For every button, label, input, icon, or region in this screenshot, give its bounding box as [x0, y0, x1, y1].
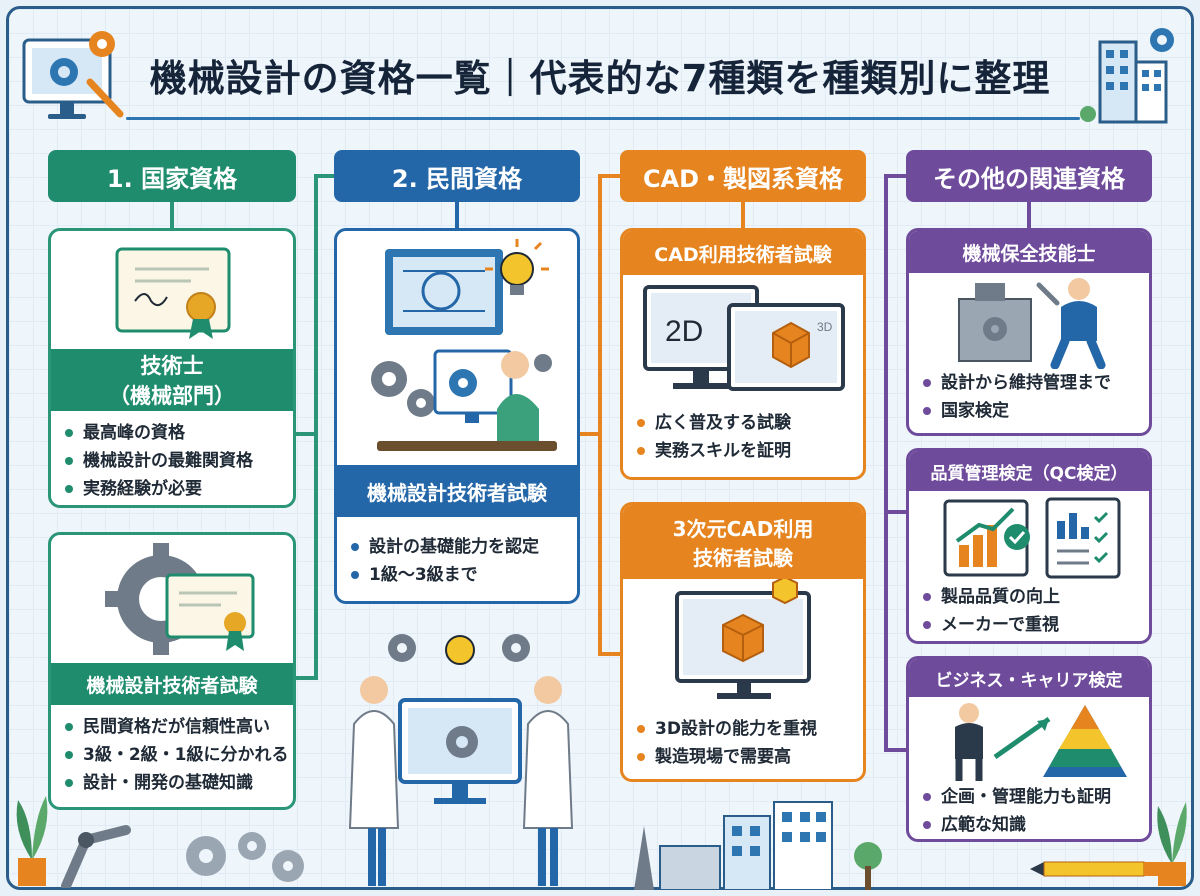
connector-private — [455, 202, 459, 228]
card-engineer-mech: 技術士 （機械部門） 最高峰の資格 機械設計の最難関資格 実務経験が必要 — [48, 228, 296, 508]
list-item: 広範な知識 — [923, 811, 1149, 839]
connector-private-cad-top — [598, 174, 620, 178]
card-title-line2: （機械部門） — [109, 384, 235, 408]
connector-cad-other-bot — [884, 748, 906, 752]
blueprint-lightbulb-icon — [337, 231, 577, 343]
connector-cad-other-v — [884, 176, 888, 750]
screen-2d-label: 2D — [665, 315, 703, 348]
card-mech-design-exam-left: 機械設計技術者試験 民間資格だが信頼性高い 3級・2級・1級に分かれる 設計・開… — [48, 532, 296, 810]
list-item: 民間資格だが信頼性高い — [65, 713, 293, 741]
list-item: 国家検定 — [923, 397, 1149, 425]
connector-cad — [741, 202, 745, 228]
card-band-qc: 品質管理検定（QC検定） — [909, 451, 1149, 491]
connector-national — [170, 202, 174, 228]
list-item: 実務スキルを証明 — [637, 437, 863, 465]
card-business-career: ビジネス・キャリア検定 企画・管理能力も証明 広範な知識 — [906, 656, 1152, 842]
page-title: 機械設計の資格一覧｜代表的な7種類を種類別に整理 — [149, 57, 1051, 100]
card-band-3d-cad: 3次元CAD利用 技術者試験 — [623, 505, 863, 579]
list-item: 1級～3級まで — [351, 561, 577, 589]
connector-private-cad-bot — [598, 652, 620, 656]
list-item: 最高峰の資格 — [65, 419, 293, 447]
card-title-line2: 技術者試験 — [693, 546, 793, 570]
card-band-cad: CAD利用技術者試験 — [623, 231, 863, 275]
engineer-desk-icon — [337, 343, 577, 465]
list-item: メーカーで重視 — [923, 611, 1149, 639]
engineers-screen-icon — [338, 628, 584, 890]
list-item: 3D設計の能力を重視 — [637, 715, 863, 743]
card-title: 機械保全技能士 — [962, 242, 1096, 265]
header-national: 1. 国家資格 — [48, 150, 296, 202]
card-band-maintenance: 機械保全技能士 — [909, 231, 1149, 273]
factory-skyline-icon — [620, 796, 890, 890]
header-other: その他の関連資格 — [906, 150, 1152, 202]
page-title-bar: 機械設計の資格一覧｜代表的な7種類を種類別に整理 — [120, 40, 1080, 110]
connector-private-cad-v — [598, 176, 602, 654]
card-band-mech-design: 機械設計技術者試験 — [51, 663, 293, 705]
plant-icon-right — [1150, 784, 1194, 888]
connector-cad-other-top — [884, 174, 906, 178]
list-item: 製造現場で需要高 — [637, 743, 863, 771]
list-item: 企画・管理能力も証明 — [923, 783, 1149, 811]
card-title-line1: 3次元CAD利用 — [672, 517, 814, 541]
list-item: 3級・2級・1級に分かれる — [65, 741, 293, 769]
header-cad: CAD・製図系資格 — [620, 150, 866, 202]
list-item: 実務経験が必要 — [65, 475, 293, 503]
bullet-list-qc: 製品品質の向上 メーカーで重視 — [909, 583, 1149, 639]
connector-national-private-v — [314, 176, 318, 676]
card-maintenance: 機械保全技能士 設計から維持管理まで 国家検定 — [906, 228, 1152, 436]
card-title: ビジネス・キャリア検定 — [935, 670, 1123, 691]
connector-private-cad-mid — [580, 432, 600, 436]
bullet-list-cad: 広く普及する試験 実務スキルを証明 — [623, 401, 863, 465]
bullet-list-engineer: 最高峰の資格 機械設計の最難関資格 実務経験が必要 — [51, 411, 293, 503]
card-mech-design-exam: 機械設計技術者試験 設計の基礎能力を認定 1級～3級まで — [334, 228, 580, 604]
connector-national-private-b — [296, 676, 318, 680]
screen-3d-label: 3D — [817, 320, 833, 334]
list-item: 製品品質の向上 — [923, 583, 1149, 611]
business-pyramid-icon — [909, 697, 1149, 783]
bullet-list-private: 設計の基礎能力を認定 1級～3級まで — [337, 517, 577, 589]
card-title-line1: 技術士 — [140, 354, 204, 378]
card-3d-cad-exam: 3次元CAD利用 技術者試験 3D設計の能力を重視 製造現場で需要高 — [620, 502, 866, 782]
bullet-list-3d-cad: 3D設計の能力を重視 製造現場で需要高 — [623, 707, 863, 771]
robot-arm-icon — [56, 800, 306, 888]
list-item: 機械設計の最難関資格 — [65, 447, 293, 475]
card-title: 機械設計技術者試験 — [367, 480, 547, 505]
list-item: 広く普及する試験 — [637, 409, 863, 437]
gear-monitor-icon — [20, 22, 130, 128]
list-item: 設計から維持管理まで — [923, 369, 1149, 397]
bullet-list-business: 企画・管理能力も証明 広範な知識 — [909, 783, 1149, 839]
list-item: 設計の基礎能力を認定 — [351, 533, 577, 561]
pencil-icon — [1030, 858, 1160, 880]
connector-national-private — [296, 432, 314, 436]
building-icon — [1080, 18, 1184, 126]
card-band-business: ビジネス・キャリア検定 — [909, 659, 1149, 697]
card-title: CAD利用技術者試験 — [654, 243, 832, 266]
connector-cad-other-mid — [884, 510, 906, 514]
connector-other — [1027, 202, 1031, 228]
certificate-icon — [51, 231, 293, 349]
card-band-engineer: 技術士 （機械部門） — [51, 349, 293, 411]
plant-icon — [8, 770, 56, 888]
title-underline — [126, 117, 1080, 120]
maintenance-worker-icon — [909, 273, 1149, 369]
card-title: 品質管理検定（QC検定） — [930, 463, 1128, 484]
gear-certificate-icon — [51, 535, 293, 663]
3d-cube-monitor-icon — [623, 579, 863, 707]
connector-national-private-t — [314, 174, 334, 178]
card-cad-exam: CAD利用技術者試験 2D 3D 広く普及する試験 実務スキルを証明 — [620, 228, 866, 480]
card-qc: 品質管理検定（QC検定） 製品品質の向上 メーカーで重視 — [906, 448, 1152, 644]
bullet-list-maintenance: 設計から維持管理まで 国家検定 — [909, 369, 1149, 425]
2d-3d-monitor-icon: 2D 3D — [623, 275, 863, 401]
quality-chart-icon — [909, 491, 1149, 583]
header-private: 2. 民間資格 — [334, 150, 580, 202]
list-item: 設計・開発の基礎知識 — [65, 769, 293, 797]
bullet-list-mech-design: 民間資格だが信頼性高い 3級・2級・1級に分かれる 設計・開発の基礎知識 — [51, 705, 293, 797]
card-band-mech-design-private: 機械設計技術者試験 — [337, 465, 577, 517]
card-title: 機械設計技術者試験 — [86, 674, 258, 697]
